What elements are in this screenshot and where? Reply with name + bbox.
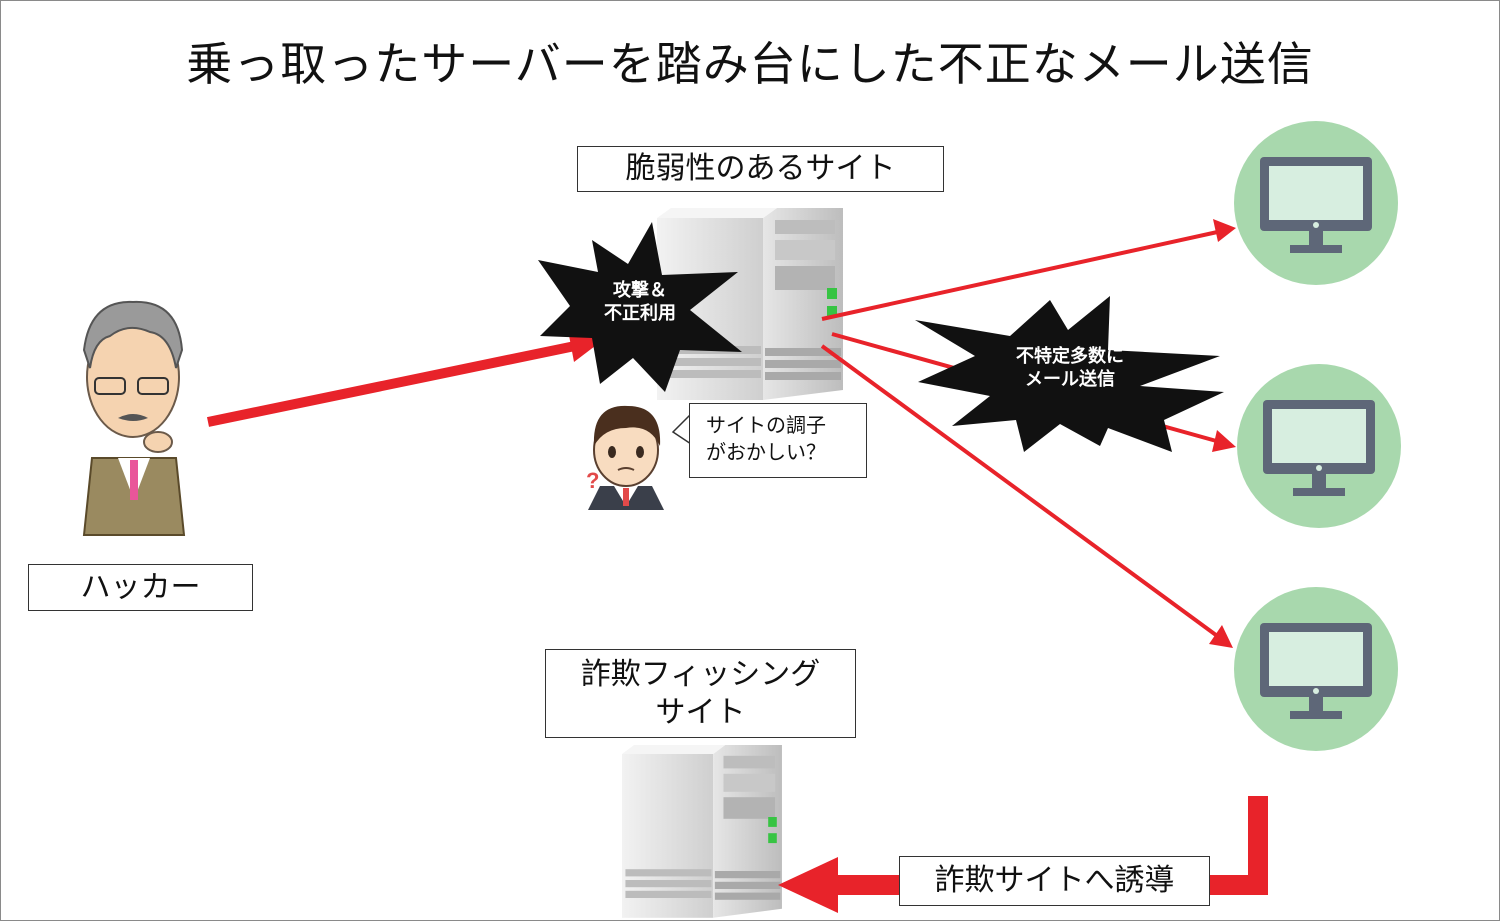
- target-monitor-icon-2: [1237, 364, 1401, 528]
- hacker-person-icon: [82, 300, 186, 536]
- phishing-site-label-line2: サイト: [655, 695, 746, 730]
- spam-burst-text: 不特定多数に メール送信: [990, 345, 1150, 391]
- vulnerable-site-label: 脆弱性のあるサイト: [577, 146, 944, 192]
- attack-burst-icon: [538, 222, 742, 392]
- attack-arrow: [206, 330, 603, 427]
- attack-burst-line1: 攻撃＆: [613, 280, 667, 301]
- phishing-site-label: 詐欺フィッシング サイト: [545, 649, 856, 738]
- target-monitor-icon-3: [1234, 587, 1398, 751]
- hacker-label: ハッカー: [28, 564, 253, 611]
- spam-burst-line2: メール送信: [1025, 369, 1115, 390]
- spam-arrow-1: [821, 219, 1236, 321]
- spam-arrow-3: [820, 344, 1233, 648]
- target-monitor-icon-1: [1234, 121, 1398, 285]
- page-title: 乗っ取ったサーバーを踏み台にした不正なメール送信: [186, 37, 1314, 91]
- speech-bubble-line1: サイトの調子: [706, 413, 826, 437]
- spam-burst-icon: [915, 296, 1224, 452]
- question-mark-icon: ?: [586, 468, 599, 493]
- spam-burst-line1: 不特定多数に: [1016, 346, 1124, 367]
- redirect-label: 詐欺サイトへ誘導: [899, 856, 1210, 906]
- speech-bubble: サイトの調子 がおかしい？: [689, 403, 867, 478]
- attack-burst-text: 攻撃＆ 不正利用: [585, 279, 695, 325]
- attack-burst-line2: 不正利用: [604, 303, 676, 324]
- speech-bubble-line2: がおかしい？: [706, 440, 826, 464]
- phishing-site-label-line1: 詐欺フィッシング: [580, 657, 821, 692]
- confused-admin-icon: [588, 405, 664, 510]
- phishing-server-icon: [622, 745, 782, 918]
